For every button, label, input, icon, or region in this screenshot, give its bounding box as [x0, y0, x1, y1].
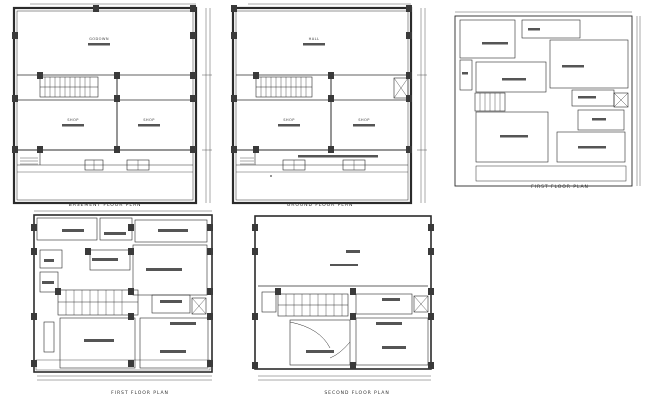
ground-outer-wall: [231, 6, 413, 205]
second-plan-title: SECOND FLOOR PLAN: [324, 390, 389, 396]
basement-room-left: SHOP: [67, 118, 79, 122]
first-floor-plan-small: [454, 11, 641, 187]
ground-plan-title: GROUND FLOOR PLAN: [287, 202, 353, 208]
second-label-blocks: [306, 250, 406, 353]
ground-room-right: SHOP: [358, 118, 370, 122]
ground-room-top: HALL: [309, 37, 320, 41]
first-large-columns: [31, 224, 213, 367]
first-small-outer-wall: [454, 15, 633, 187]
ground-floor-plan: [231, 3, 427, 205]
first-small-plan-title: FIRST FLOOR PLAN: [531, 184, 589, 190]
first-large-plan-title: FIRST FLOOR PLAN: [111, 390, 169, 396]
basement-label-blocks: [62, 43, 160, 127]
basement-plan-title: BASEMENT FLOOR PLAN: [69, 202, 142, 208]
ground-columns: [231, 5, 412, 153]
first-floor-plan-large: [33, 210, 213, 381]
basement-room-right: SHOP: [143, 118, 155, 122]
second-columns: [252, 224, 434, 369]
second-floor-plan: [254, 215, 432, 381]
ground-label-blocks: [278, 43, 378, 158]
first-large-label-blocks: [42, 229, 196, 353]
basement-outer-wall: [12, 6, 198, 205]
basement-columns: [12, 5, 196, 153]
basement-room-top: GODOWN: [89, 37, 109, 41]
basement-floor-plan: [12, 3, 212, 205]
ground-room-left: SHOP: [283, 118, 295, 122]
first-small-label-blocks: [462, 28, 606, 149]
